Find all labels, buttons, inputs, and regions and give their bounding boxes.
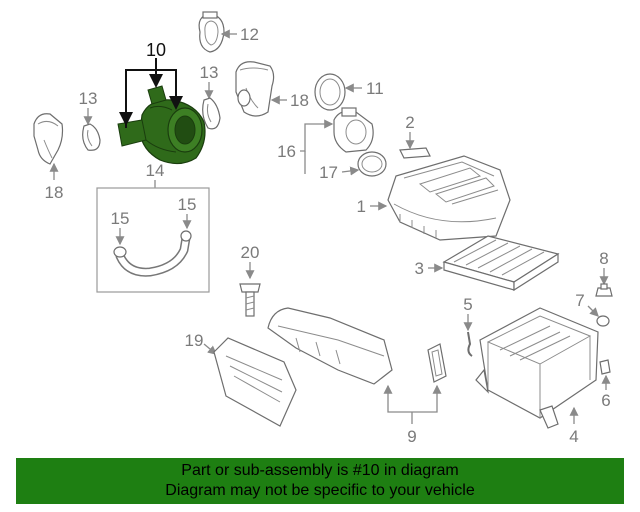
callout-1: 1 [357,197,366,216]
banner-line-2: Diagram may not be specific to your vehi… [165,482,475,499]
callout-6: 6 [601,391,610,410]
clamp-part-13-left[interactable] [82,123,101,151]
callout-3: 3 [415,259,424,278]
clamp-part-13-right[interactable] [202,97,221,130]
clip-part-6[interactable] [599,359,611,375]
air-cleaner-box-part-4[interactable] [475,307,599,429]
hose-kit-box-part-14[interactable] [96,187,210,293]
duct-part-18-left[interactable] [33,113,64,165]
bolt-part-20[interactable] [239,283,261,317]
throttle-body-part-10[interactable] [117,85,206,165]
callout-20: 20 [241,243,260,262]
callout-10: 10 [146,40,166,60]
callout-11: 11 [366,79,384,98]
callout-15-right: 15 [178,195,197,214]
bolt-part-8[interactable] [595,283,613,297]
banner-line-1: Part or sub-assembly is #10 in diagram [181,462,459,479]
seal-part-11[interactable] [314,73,346,111]
air-cleaner-cover-part-1[interactable] [387,155,511,241]
callout-2: 2 [405,113,414,132]
callout-15-left: 15 [111,209,130,228]
clamp-part-12[interactable] [198,11,225,53]
hook-part-5[interactable] [467,331,473,357]
callout-14: 14 [146,161,165,180]
gasket-part-17[interactable] [357,151,387,177]
callout-13-left: 13 [79,89,98,108]
grommet-part-7[interactable] [596,315,610,327]
parts-diagram: 10 12 13 18 11 13 18 14 [33,11,613,446]
callout-13-right: 13 [200,63,219,82]
duct-part-18-right[interactable] [235,61,275,117]
duct-part-19[interactable] [213,337,297,427]
maf-sensor-part-16[interactable] [333,107,374,153]
callout-7: 7 [575,291,584,310]
callout-16: 16 [277,142,296,161]
air-filter-part-3[interactable] [442,235,560,292]
pad-part-2[interactable] [399,147,431,159]
callout-17: 17 [319,163,338,182]
callout-18-left: 18 [45,183,64,202]
hose-part-15[interactable] [113,230,192,277]
callout-8: 8 [599,249,608,268]
resonator-part-9[interactable] [267,307,447,385]
callout-9: 9 [407,427,416,446]
callout-4: 4 [569,427,578,446]
callout-18-right: 18 [290,91,309,110]
callout-12: 12 [240,25,259,44]
callout-19: 19 [185,331,204,350]
callout-5: 5 [463,295,472,314]
info-banner: Part or sub-assembly is #10 in diagram D… [16,458,624,504]
